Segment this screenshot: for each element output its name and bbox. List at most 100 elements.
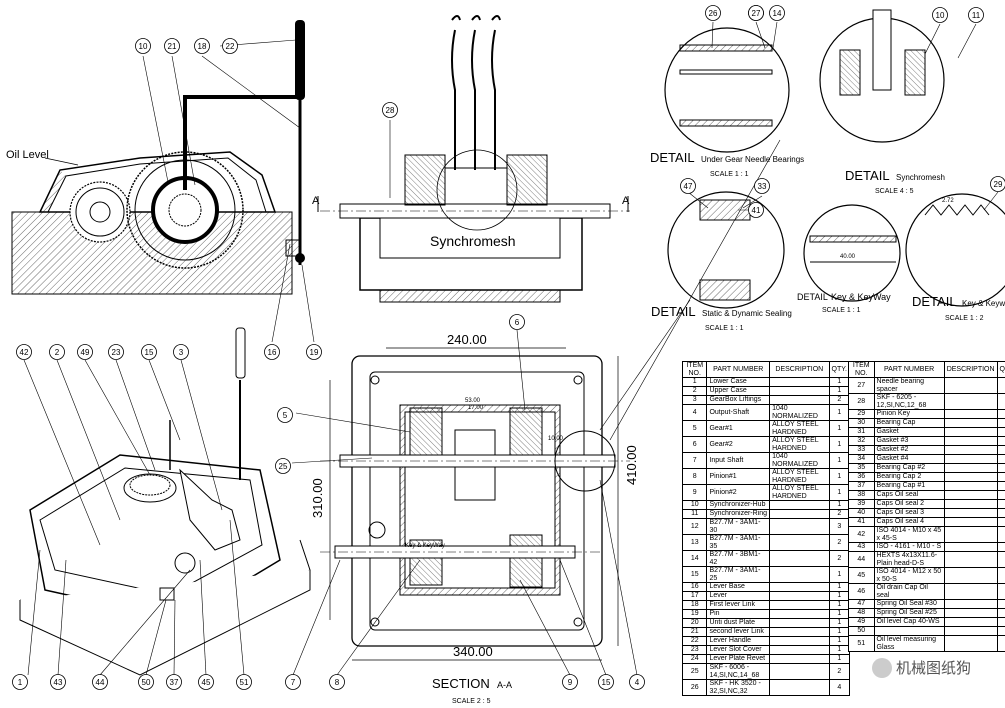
bom-item-no: 9 <box>681 484 708 501</box>
bom-qty <box>996 445 1005 455</box>
detail-3-subtitle: Static & Dynamic Sealing <box>702 309 792 318</box>
bom-description <box>943 454 998 464</box>
balloon-circle <box>382 102 398 118</box>
bom-description <box>769 591 830 601</box>
balloon-number: 5 <box>283 411 288 420</box>
balloon-number: 16 <box>268 348 277 357</box>
bom-description <box>943 472 998 482</box>
bom-description <box>769 534 830 551</box>
bom-item-no: 12 <box>681 518 708 535</box>
bom-qty: 1 <box>828 654 851 664</box>
balloon-number: 37 <box>170 678 179 687</box>
bom-description <box>769 550 830 567</box>
bom-qty: 1 <box>828 377 851 387</box>
balloon-circle <box>769 5 785 21</box>
balloon-number: 18 <box>198 42 207 51</box>
bom-item-no: 15 <box>681 566 708 583</box>
bom-item-no: 10 <box>681 500 708 510</box>
detail-2-scale: SCALE 4 : 5 <box>875 188 914 195</box>
bom-description <box>943 508 998 518</box>
bom-part-number: Pin <box>706 609 771 619</box>
bom-item-no: 39 <box>848 499 875 509</box>
balloon-number: 25 <box>279 462 288 471</box>
bom-item-no: 13 <box>681 534 708 551</box>
bom-item-no: 6 <box>681 436 708 453</box>
bom-qty <box>996 377 1005 394</box>
bom-description <box>943 608 998 618</box>
balloon-circle <box>277 407 293 423</box>
balloon-circle <box>285 674 301 690</box>
bom-part-number: B27.7M - 3AM1-25 <box>706 566 771 583</box>
bom-qty: 1 <box>828 636 851 646</box>
bom-description <box>769 500 830 510</box>
bom-description <box>943 445 998 455</box>
bom-item-no: 18 <box>681 600 708 610</box>
bom-qty: 1 <box>828 452 851 469</box>
balloon-number: 15 <box>602 678 611 687</box>
bom-part-number: ISO 4014 - M12 x 50 x 50-S <box>873 567 945 584</box>
balloon-circle <box>49 344 65 360</box>
bom-qty: 1 <box>828 627 851 637</box>
bom-part-number: B27.7M - 3AM1-35 <box>706 534 771 551</box>
bom-item-no: 31 <box>848 427 875 437</box>
bom-item-no: 24 <box>681 654 708 664</box>
bom-item-no: 25 <box>681 663 708 680</box>
detail-5-scale: SCALE 1 : 2 <box>945 315 984 322</box>
balloon-number: 22 <box>226 42 235 51</box>
detail-2-title: DETAIL <box>845 168 890 183</box>
bom-qty <box>996 517 1005 527</box>
watermark-text: 机械图纸狗 <box>895 659 971 677</box>
detail-5-subtitle: Key & Keyway <box>962 299 1005 308</box>
detail-1-subtitle: Under Gear Needle Bearings <box>701 155 804 164</box>
bom-item-no: 33 <box>848 445 875 455</box>
bom-part-number: Lower Case <box>706 377 771 387</box>
bom-part-number: Input Shaft <box>706 452 771 469</box>
bom-qty <box>996 526 1005 543</box>
detail-2-subtitle: Synchromesh <box>896 173 945 182</box>
balloon-number: 9 <box>568 678 573 687</box>
bom-item-no: 20 <box>681 618 708 628</box>
detail-1-scale: SCALE 1 : 1 <box>710 171 749 178</box>
bom-qty: 2 <box>828 395 851 405</box>
bom-item-no: 51 <box>848 635 875 652</box>
bom-item-no: 1 <box>681 377 708 387</box>
section-marker-right: A <box>622 195 630 207</box>
bom-qty <box>996 499 1005 509</box>
bom-part-number: Gasket #4 <box>873 454 945 464</box>
balloon-circle <box>754 178 770 194</box>
balloon-circle <box>135 38 151 54</box>
dim-inner-a: 53.00 <box>465 398 481 404</box>
bom-qty <box>996 608 1005 618</box>
bom-description <box>943 567 998 584</box>
bom-description <box>769 618 830 628</box>
bom-header-part: PART NUMBER <box>706 361 771 378</box>
bom-qty: 1 <box>828 582 851 592</box>
detail-1-title: DETAIL <box>650 150 695 165</box>
bom-description <box>769 609 830 619</box>
bom-description <box>943 393 998 410</box>
bom-qty: 1 <box>828 404 851 421</box>
balloon-number: 15 <box>145 348 154 357</box>
detail-3-scale: SCALE 1 : 1 <box>705 325 744 332</box>
bom-description <box>943 377 998 394</box>
bom-qty: 1 <box>828 468 851 485</box>
balloon-circle <box>306 344 322 360</box>
bom-item-no: 4 <box>681 404 708 421</box>
bom-qty: 1 <box>828 618 851 628</box>
bom-description <box>943 490 998 500</box>
